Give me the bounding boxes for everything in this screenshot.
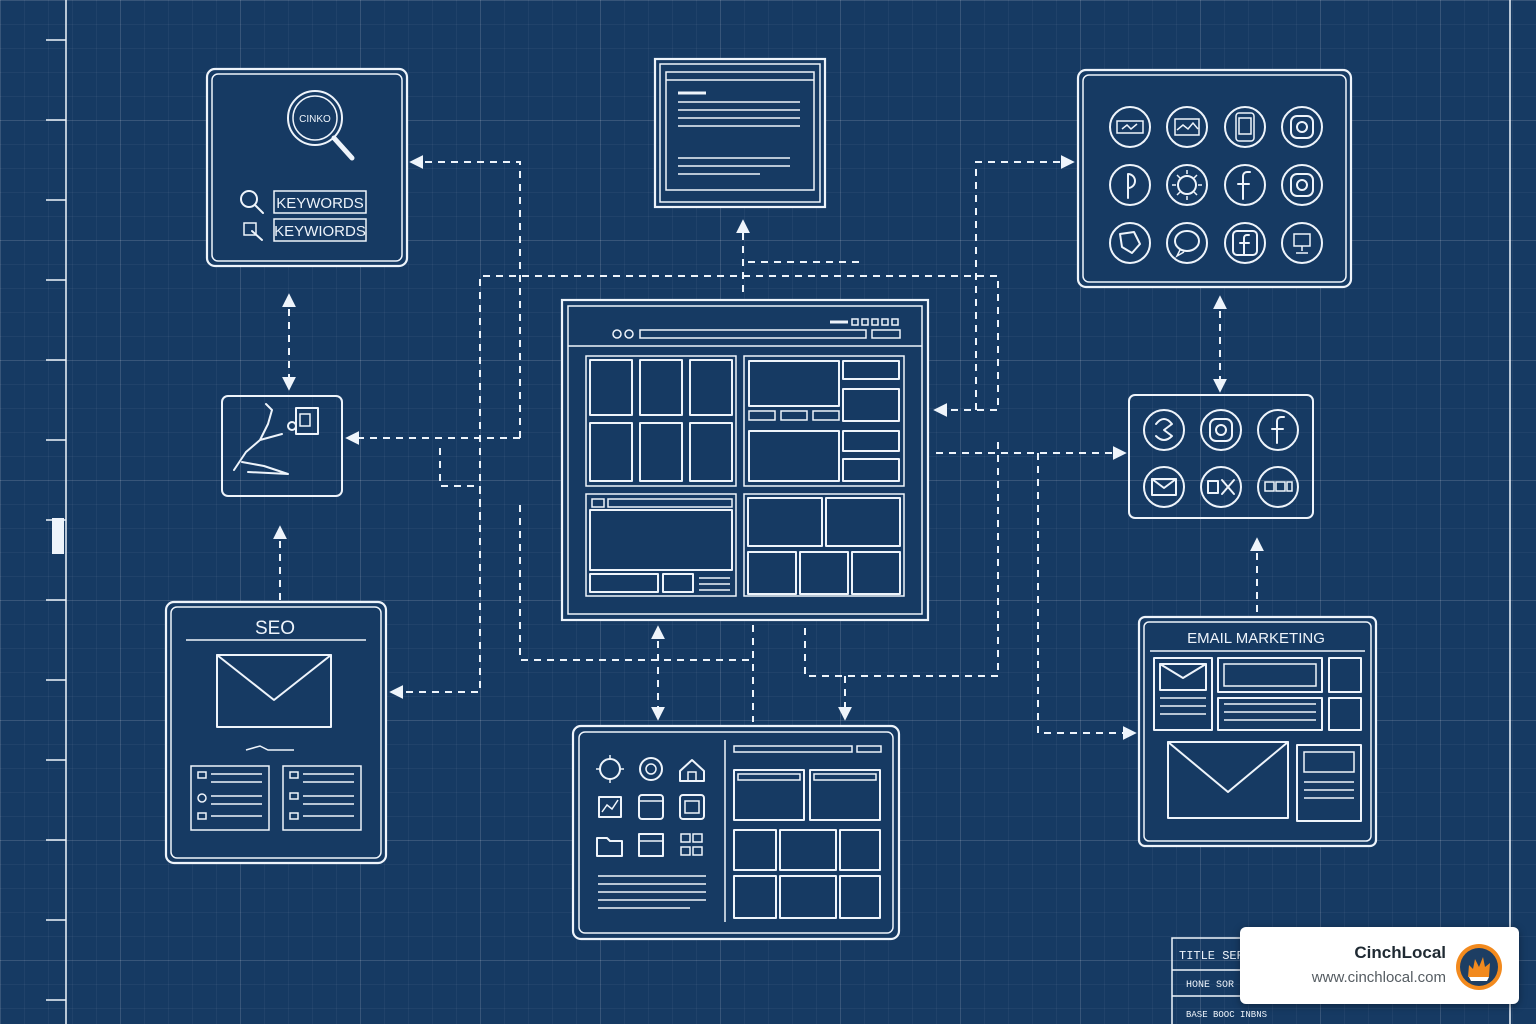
title-block-line-3: BASE BOOC INBNS [1186,1010,1267,1020]
facebook-icon [1257,409,1299,451]
magnifier-icon [287,90,343,146]
dashboard-panel [571,724,901,941]
envelope-icon [1167,741,1289,819]
magnifier-text: CINKO [299,114,331,125]
instagram-icon [1281,164,1323,206]
mail-icon [1143,466,1185,508]
cinchlocal-logo-icon [1456,944,1502,990]
phone-icon [1224,106,1266,148]
document-panel [653,57,827,209]
ruler-marker [52,518,64,554]
calendar-icon [638,833,664,857]
window-icon [638,794,664,820]
marketing-figure-panel [221,395,343,497]
sun-icon [1166,164,1208,206]
keyword-research-panel: CINKO KEYWORDS KEYWIORDS [205,67,409,268]
email-marketing-title: EMAIL MARKETING [1187,630,1325,647]
brand-name: CinchLocal [1354,943,1446,962]
link-icon [1257,466,1299,508]
bookmark-icon [1281,222,1323,264]
social-small-panel [1128,394,1314,519]
search-small-icon [243,222,257,236]
connectors [273,155,1264,740]
message-icon [1109,106,1151,148]
mail-icon [1166,106,1208,148]
seo-title: SEO [255,618,295,639]
chart-icon [598,796,622,818]
pinterest-icon [1109,164,1151,206]
title-block-line-1: TITLE SER [1179,949,1244,963]
gear-icon [596,755,624,783]
chat-icon [1166,222,1208,264]
brand-card[interactable]: CinchLocal www.cinchlocal.com [1240,927,1519,1004]
email-marketing-panel: EMAIL MARKETING [1137,615,1378,848]
bluesky-icon [1109,222,1151,264]
x-icon [1200,466,1242,508]
seo-panel: SEO [164,600,388,865]
snapchat-icon [1143,409,1185,451]
social-icons-panel [1076,68,1353,289]
brand-url[interactable]: www.cinchlocal.com [1311,969,1446,986]
left-ruler [46,0,67,1024]
facebook-icon [1224,222,1266,264]
folder-icon [596,837,623,857]
facebook-icon [1224,164,1266,206]
title-block-line-2: HONE SOR [1186,980,1234,991]
settings-icon [639,757,663,781]
website-wireframe [560,298,930,622]
frame-icon [679,794,705,820]
keyword-label-1: KEYWORDS [276,195,364,212]
home-icon [679,759,705,782]
search-icon [240,190,258,208]
keyword-label-2: KEYWIORDS [274,223,366,240]
instagram-icon [1281,106,1323,148]
instagram-icon [1200,409,1242,451]
grid-icon [680,833,703,856]
envelope-icon [216,654,332,728]
